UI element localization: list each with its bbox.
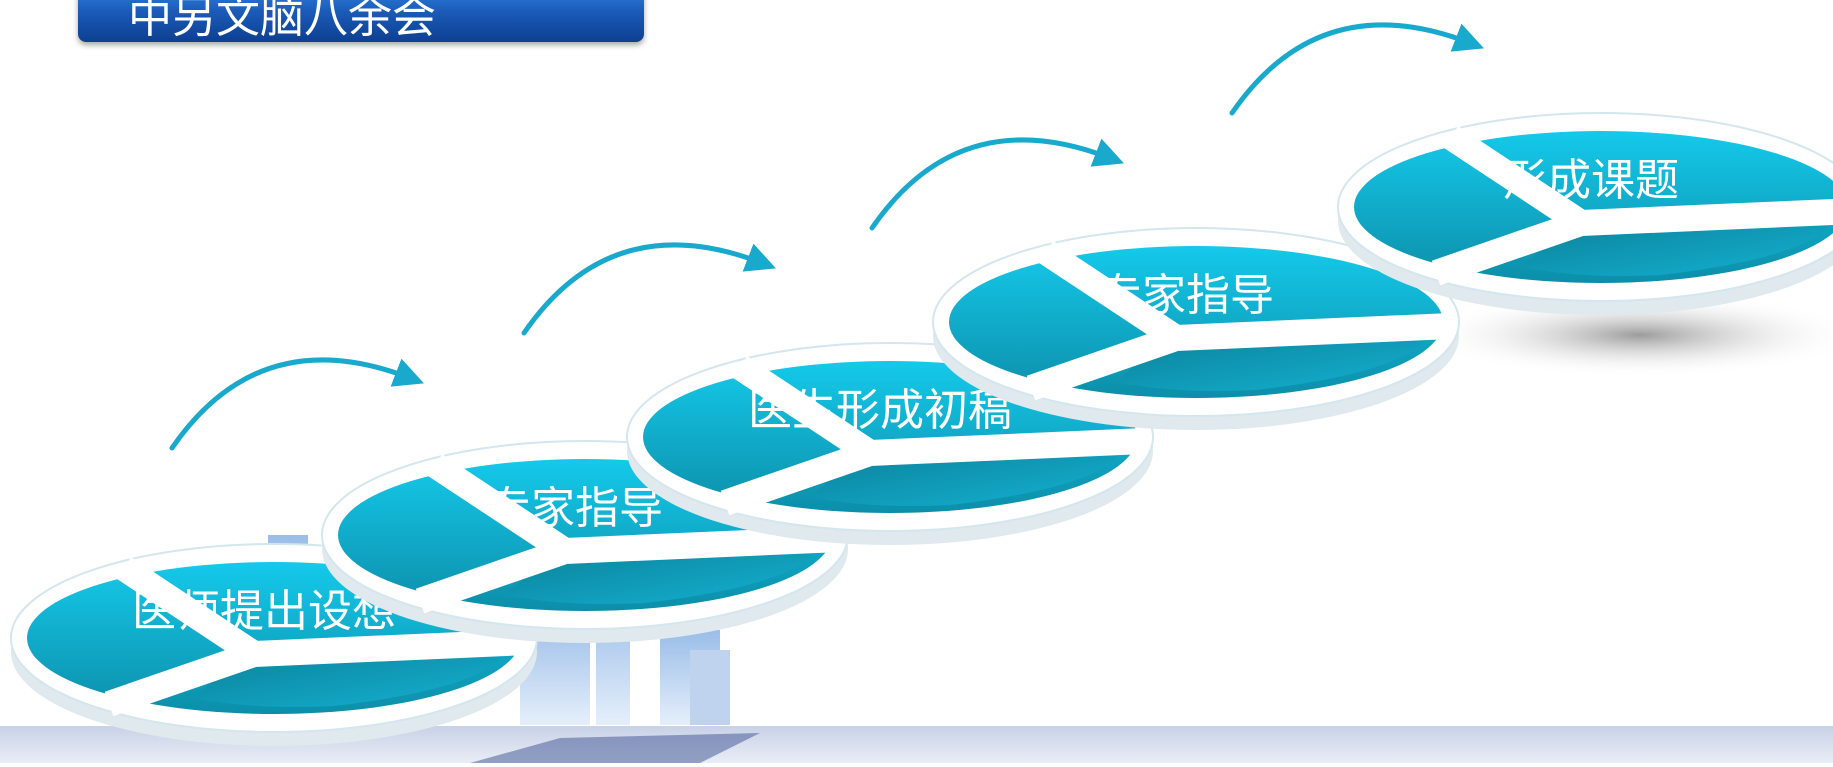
step-label: 医生形成初稿 [748, 385, 1012, 436]
title-banner: 中另文脑八余会 [78, 0, 644, 42]
page-title: 中另文脑八余会 [128, 0, 436, 40]
step-arrow [1232, 25, 1470, 113]
step-arrow [172, 360, 410, 448]
step-label: 形成课题 [1503, 155, 1679, 206]
step-label: 专家指导 [487, 483, 663, 534]
step-disc: 形成课题 [1338, 113, 1833, 315]
step-label: 专家指导 [1098, 270, 1274, 321]
step-arrow [524, 245, 762, 333]
step-arrow [872, 140, 1110, 228]
